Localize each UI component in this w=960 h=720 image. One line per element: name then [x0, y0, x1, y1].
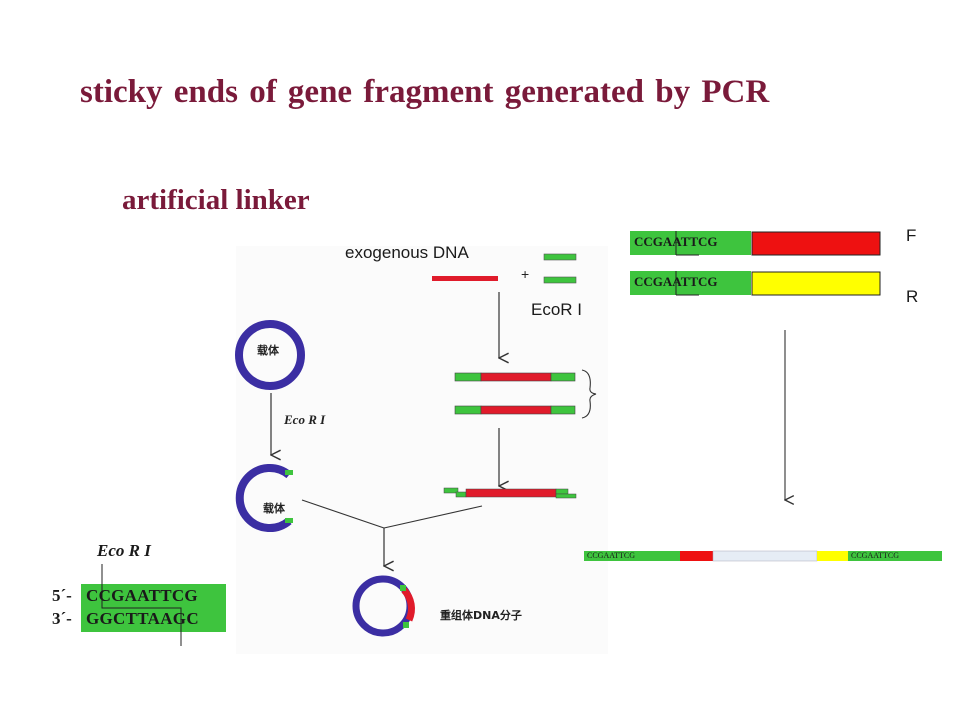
primer-r-label: R [906, 287, 919, 306]
digested-fragment [443, 487, 577, 499]
dna-with-linkers-2 [454, 405, 576, 415]
vector-plasmid [235, 320, 305, 390]
strand5-seq: CCGAATTCG [86, 586, 198, 605]
ecori-linker-pieces [543, 253, 577, 284]
primer-f-strand [630, 231, 881, 256]
slide-title: sticky ends of gene fragment generated b… [80, 74, 770, 110]
ligation-lines [301, 499, 483, 529]
strand3-seq: GGCTTAAGC [86, 609, 199, 628]
cut-vector-end-bottom [285, 518, 293, 523]
primer-r-seq: CCGAATTCG [634, 274, 718, 289]
scanned-diagram-panel [236, 246, 608, 654]
brace [581, 369, 597, 419]
ecori-cut-line [101, 564, 182, 646]
slide-subtitle: artificial linker [122, 184, 310, 216]
exogenous-dna-label: exogenous DNA [345, 243, 469, 262]
strand3-prefix: 3´- [52, 609, 72, 628]
recombinant-insert [401, 587, 415, 622]
recombinant-linker-a [400, 585, 406, 591]
vector-label-cut: 载体 [263, 502, 285, 515]
recombinant-label: 重组体DNA分子 [440, 609, 522, 622]
product-left-seq: CCGAATTCG [587, 551, 636, 560]
pcr-product [584, 550, 942, 562]
strand5-prefix: 5´- [52, 586, 72, 605]
primer-f-seq: CCGAATTCG [634, 234, 718, 249]
cut-vector-end-top [285, 470, 293, 475]
cut-vector [235, 464, 292, 532]
ecori-site-header: Eco R I [97, 541, 151, 560]
plus-sign: + [521, 266, 529, 282]
primer-f-label: F [906, 226, 917, 245]
ecori-scan-label: Eco R I [284, 412, 326, 427]
primer-r-strand [630, 271, 881, 296]
exogenous-dna-fragment [432, 276, 498, 281]
ecori-label-right: EcoR I [531, 300, 583, 319]
dna-with-linkers-1 [454, 372, 576, 382]
product-right-seq: CCGAATTCG [851, 551, 900, 560]
vector-label: 载体 [257, 344, 279, 357]
recombinant-linker-b [403, 622, 409, 628]
